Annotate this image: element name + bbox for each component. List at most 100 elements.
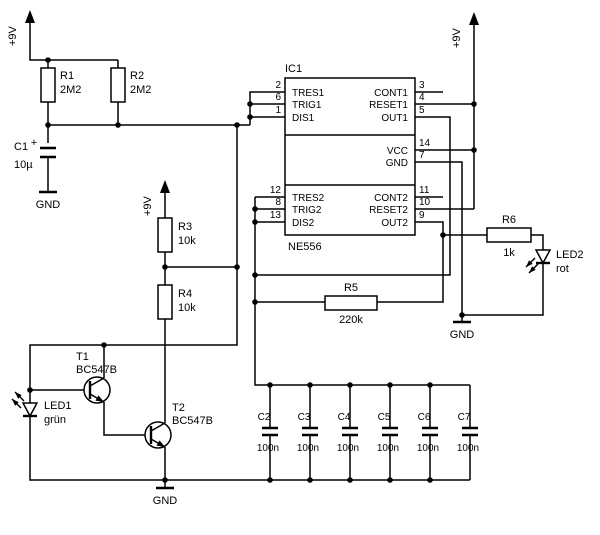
capacitor-value: 100n	[257, 443, 279, 454]
power-flag-top-right: +9V	[451, 12, 479, 48]
resistor-value: 2M2	[60, 84, 81, 96]
pin-number-14: 14	[419, 138, 431, 149]
led-triangle	[21, 402, 39, 418]
resistor-ref: R6	[502, 214, 516, 226]
led-led1: LED1 grün	[11, 391, 72, 426]
resistor-body	[157, 284, 173, 320]
transistor-value: BC547B	[172, 415, 213, 427]
wire-led2-gnd	[462, 263, 544, 316]
resistor-r2: R2 2M2	[110, 67, 151, 103]
resistor-ref: R2	[130, 70, 144, 82]
gnd-symbol-emitter: GND	[153, 480, 178, 507]
transistor-ref: T1	[76, 351, 89, 363]
led-led2: LED2 rot	[525, 249, 584, 275]
led-ray-arrowhead	[526, 260, 533, 267]
pin-name-out1: OUT1	[381, 113, 408, 124]
capacitor-ref: C7	[458, 412, 471, 423]
gnd-label: GND	[153, 495, 178, 507]
power-arrow-icon	[25, 10, 35, 23]
capacitor-value: 100n	[297, 443, 319, 454]
transistor-t2: T2 BC547B	[144, 402, 213, 449]
pin-number-9: 9	[419, 210, 425, 221]
resistor-body	[486, 227, 532, 243]
pin-name-tres2: TRES2	[292, 193, 325, 204]
resistor-body	[157, 217, 173, 253]
ic-designator: IC1	[285, 63, 302, 75]
capacitor-plates	[40, 146, 56, 159]
npn-emitter-arrow-icon	[95, 395, 104, 402]
led-ray-arrowhead	[529, 266, 536, 273]
resistor-r3: R3 10k	[157, 217, 196, 253]
pin-name-dis1: DIS1	[292, 113, 315, 124]
pin-number-13: 13	[270, 210, 282, 221]
capacitor-value: 100n	[457, 443, 479, 454]
pin-number-5: 5	[419, 105, 425, 116]
pin-number-7: 7	[419, 150, 425, 161]
resistor-body	[110, 67, 126, 103]
led-ray-arrowhead	[15, 392, 22, 399]
power-arrow-icon	[469, 12, 479, 25]
capacitor-ref: C6	[418, 412, 431, 423]
capacitor-ref: C5	[378, 412, 391, 423]
power-flag-top-left: +9V	[7, 10, 35, 46]
capacitor-polarity: +	[31, 137, 37, 149]
capacitor-value: 10µ	[14, 159, 33, 171]
transistor-value: BC547B	[76, 364, 117, 376]
npn-emitter-arrow-icon	[156, 440, 165, 447]
pin-name-out2: OUT2	[381, 218, 408, 229]
resistor-body	[40, 67, 56, 103]
pin-number-4: 4	[419, 92, 425, 103]
power-label: +9V	[142, 195, 154, 216]
resistor-r6: R6 1k	[486, 214, 532, 259]
resistor-value: 220k	[339, 314, 363, 326]
transistor-t1: T1 BC547B	[76, 351, 117, 404]
pin-number-12: 12	[270, 185, 282, 196]
wire-power-left	[29, 22, 119, 68]
pin-name-dis2: DIS2	[292, 218, 315, 229]
resistor-value: 10k	[178, 235, 196, 247]
ic-ne556: IC1 NE556 2 6 1 12 8 13 TRES1 TRIG1 DIS1…	[270, 63, 431, 253]
led-ref: LED2	[556, 249, 584, 261]
junction-dots	[27, 57, 477, 483]
capacitor-c1: + C1 10µ	[14, 137, 56, 171]
resistor-ref: R1	[60, 70, 74, 82]
pin-number-6: 6	[275, 92, 281, 103]
pin-name-cont1: CONT1	[374, 88, 408, 99]
capacitor-value: 100n	[377, 443, 399, 454]
pin-number-10: 10	[419, 197, 431, 208]
gnd-label: GND	[450, 329, 475, 341]
resistor-body	[324, 295, 378, 311]
resistor-value: 2M2	[130, 84, 151, 96]
pin-name-reset2: RESET2	[369, 205, 408, 216]
power-label: +9V	[7, 25, 19, 46]
pin-name-trig2: TRIG2	[292, 205, 322, 216]
wire-t1-emitter-t2-base	[103, 402, 151, 436]
power-arrow-icon	[160, 180, 170, 193]
power-label: +9V	[451, 27, 463, 48]
capacitor-value: 100n	[417, 443, 439, 454]
capacitor-c4: C4 100n	[337, 385, 359, 480]
pin-name-tres1: TRES1	[292, 88, 325, 99]
capacitor-ref: C1	[14, 141, 28, 153]
wires	[29, 22, 544, 481]
led-value: rot	[556, 263, 569, 275]
led-value: grün	[44, 414, 66, 426]
pin-number-3: 3	[419, 80, 425, 91]
wire-bottom-gnd-rail	[29, 416, 470, 481]
resistor-ref: R3	[178, 221, 192, 233]
wire-node-a	[29, 91, 285, 403]
gnd-label: GND	[36, 199, 61, 211]
pin-number-11: 11	[419, 185, 430, 196]
led-ref: LED1	[44, 400, 72, 412]
capacitor-plates	[342, 426, 358, 437]
capacitor-ref: C3	[298, 412, 311, 423]
capacitor-plates	[382, 426, 398, 437]
resistor-value: 1k	[503, 247, 515, 259]
resistor-ref: R5	[344, 282, 358, 294]
capacitor-plates	[262, 426, 278, 437]
ic-body	[284, 77, 416, 236]
resistor-r1: R1 2M2	[40, 67, 81, 103]
capacitor-ref: C2	[258, 412, 271, 423]
